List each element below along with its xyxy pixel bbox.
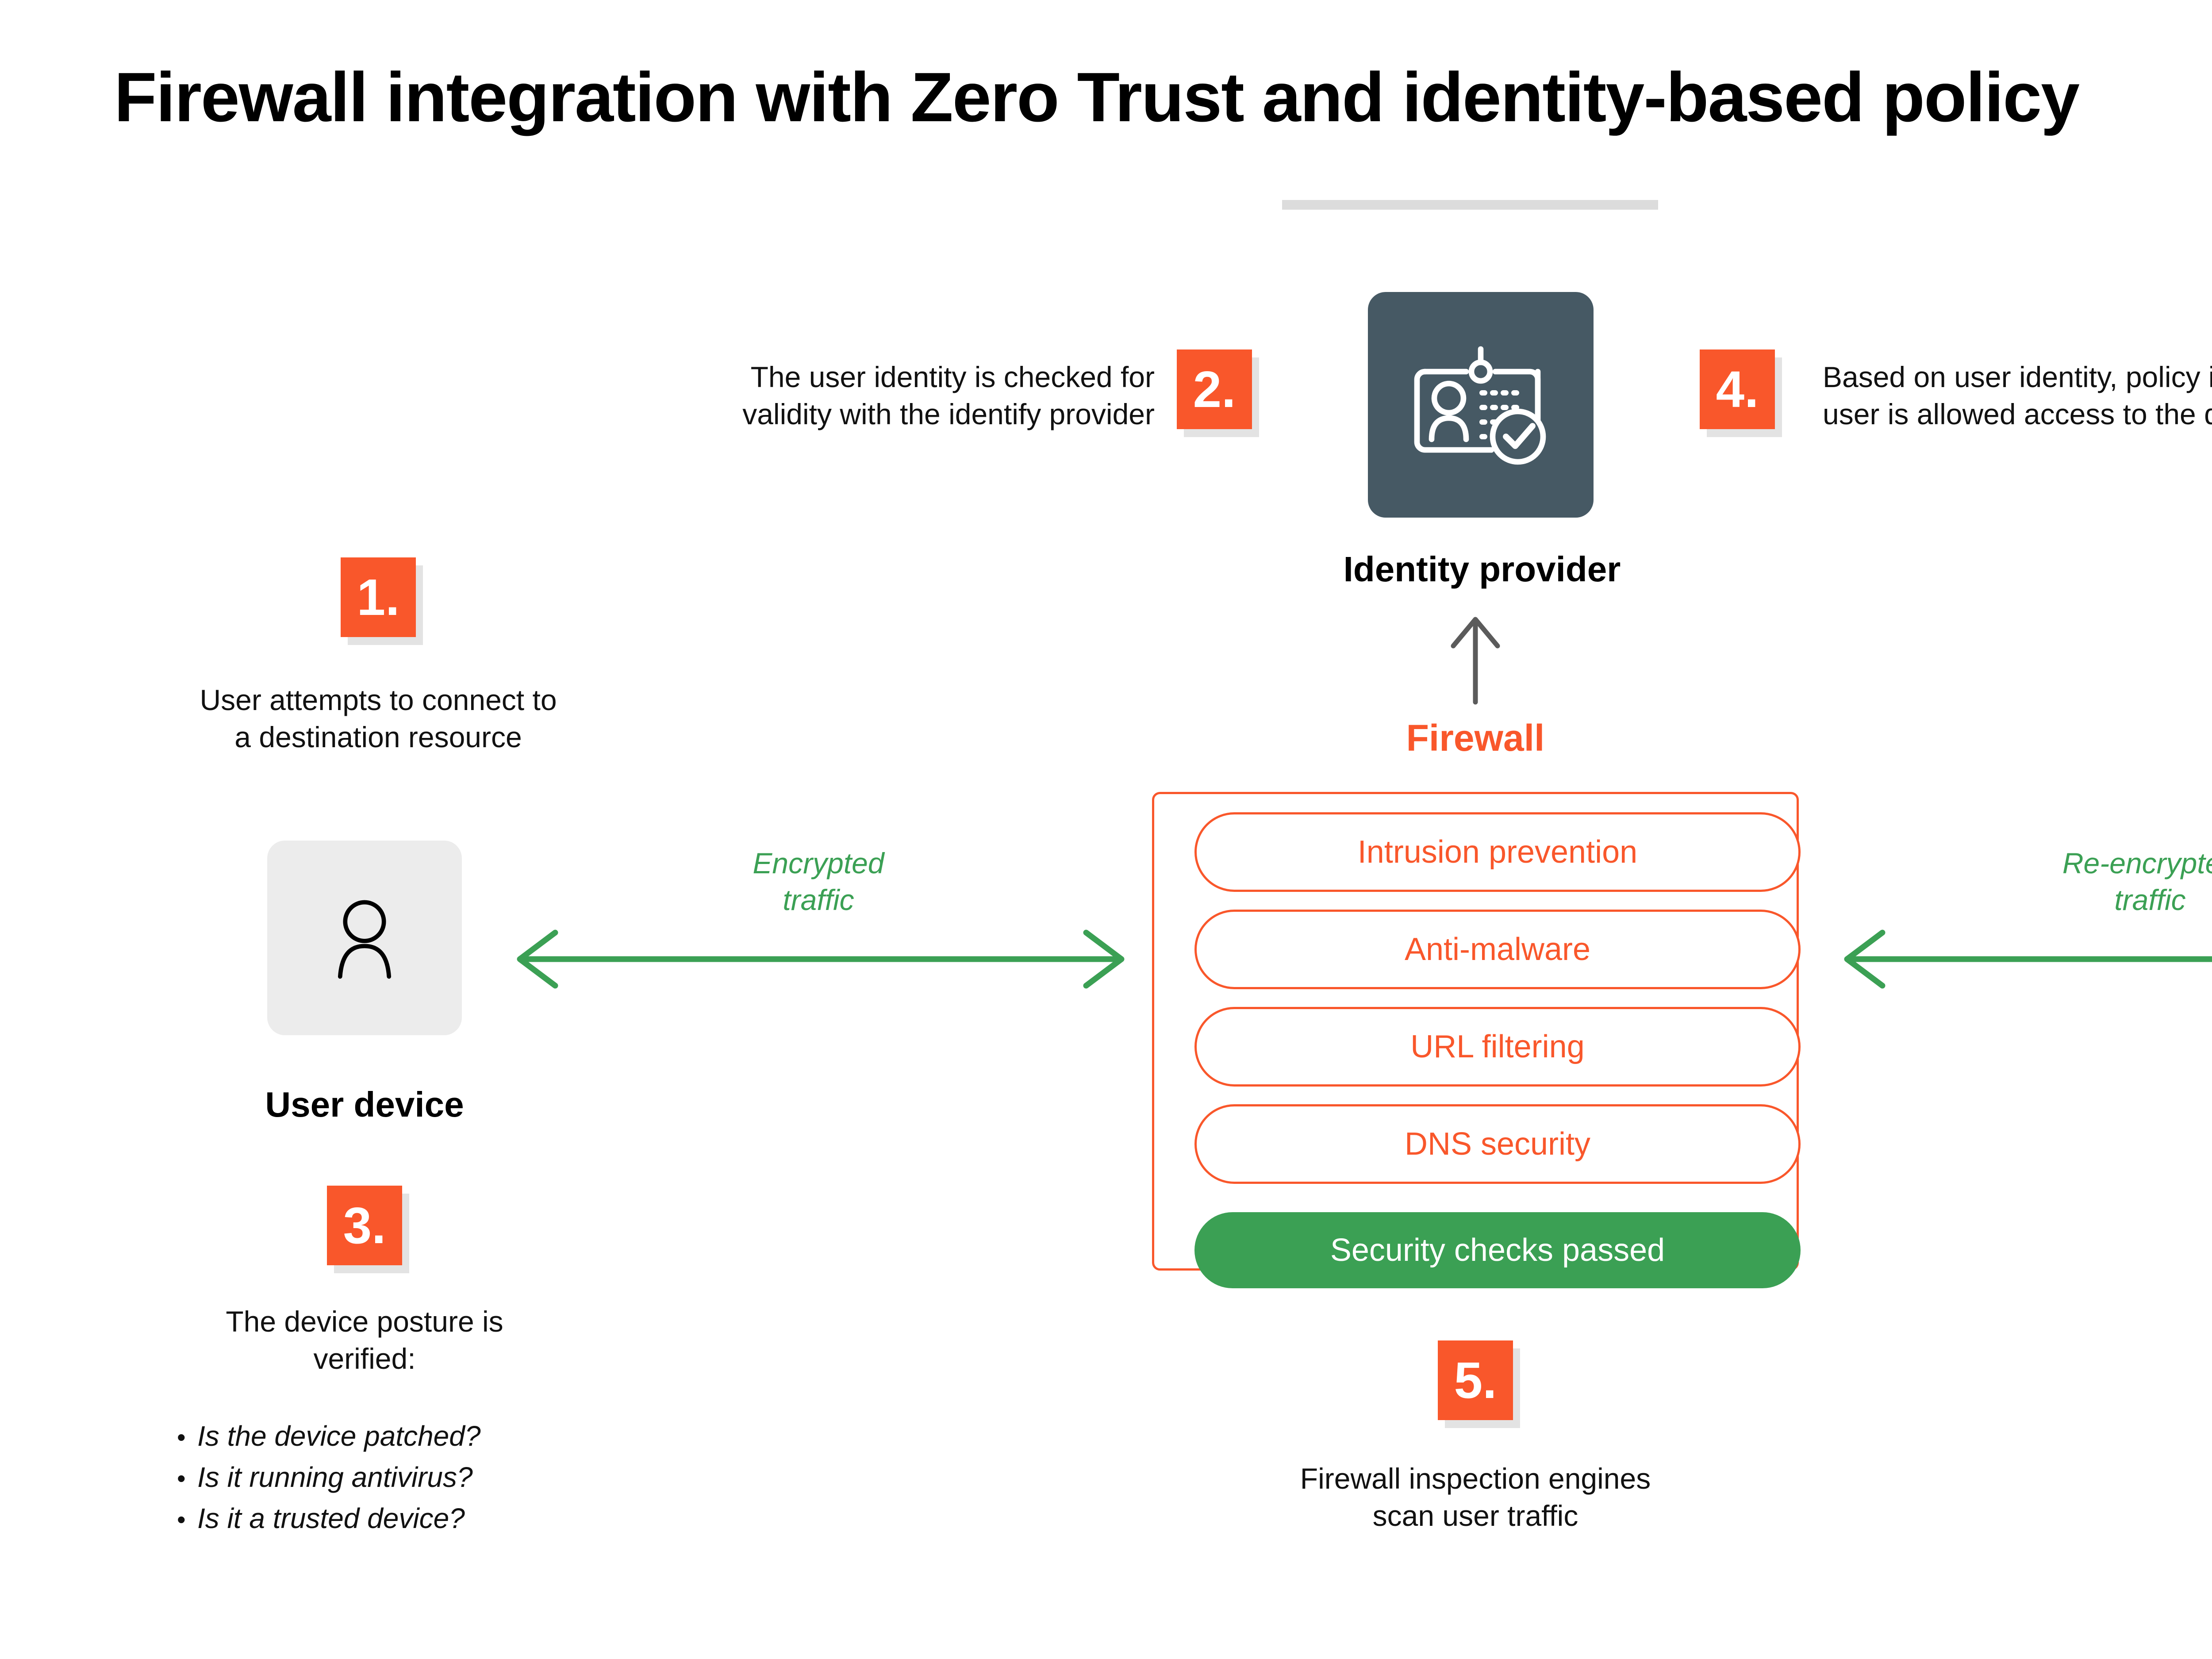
posture-check-0: Is the device patched? xyxy=(197,1420,481,1452)
bullet-glyph: • xyxy=(177,1505,186,1533)
identity-check-arrow xyxy=(1451,617,1500,705)
encrypted-traffic-label: Encrypted traffic xyxy=(753,847,884,917)
bullet-glyph: • xyxy=(177,1464,186,1492)
user-device-tile xyxy=(267,841,462,1035)
step-4-caption: Based on user identity, policy is checke… xyxy=(1823,361,2212,431)
re-encrypted-traffic-arrow xyxy=(1844,929,2212,989)
title-underline-rule xyxy=(1282,200,1658,210)
step-3-caption: The device posture is verified: xyxy=(226,1305,503,1375)
step-1-badge: 1. xyxy=(341,557,416,637)
list-item: • Is it running antivirus? xyxy=(177,1457,672,1498)
posture-check-1: Is it running antivirus? xyxy=(197,1461,473,1493)
step-5-caption: Firewall inspection engines scan user tr… xyxy=(1300,1462,1651,1532)
step-2-caption: The user identity is checked for validit… xyxy=(742,361,1155,431)
person-icon xyxy=(338,900,392,979)
list-item: • Is the device patched? xyxy=(177,1416,672,1457)
firewall-title: Firewall xyxy=(1406,717,1545,759)
step-3-badge: 3. xyxy=(327,1186,402,1265)
step-4-badge: 4. xyxy=(1700,349,1775,429)
engine-pill-anti-malware[interactable]: Anti-malware xyxy=(1194,910,1801,989)
bullet-glyph: • xyxy=(177,1423,186,1451)
step-5-badge: 5. xyxy=(1438,1340,1513,1420)
id-badge-check-icon xyxy=(1414,346,1546,465)
status-badge-security-checks-passed: Security checks passed xyxy=(1194,1212,1801,1288)
identity-provider-label: Identity provider xyxy=(1343,549,1621,589)
page-title: Firewall integration with Zero Trust and… xyxy=(114,58,2080,136)
re-encrypted-traffic-label: Re-encrypted traffic xyxy=(2062,847,2212,917)
posture-check-2: Is it a trusted device? xyxy=(197,1502,465,1534)
encrypted-traffic-arrow xyxy=(517,929,1125,989)
user-device-label: User device xyxy=(265,1085,464,1124)
list-item: • Is it a trusted device? xyxy=(177,1498,672,1539)
engine-pill-url-filtering[interactable]: URL filtering xyxy=(1194,1007,1801,1087)
step-1-caption: User attempts to connect to a destinatio… xyxy=(200,684,557,754)
posture-check-list: • Is the device patched? • Is it running… xyxy=(177,1416,672,1539)
step-2-badge: 2. xyxy=(1177,349,1252,429)
identity-provider-tile xyxy=(1368,292,1594,518)
engine-pill-dns-security[interactable]: DNS security xyxy=(1194,1104,1801,1184)
engine-pill-intrusion-prevention[interactable]: Intrusion prevention xyxy=(1194,812,1801,892)
